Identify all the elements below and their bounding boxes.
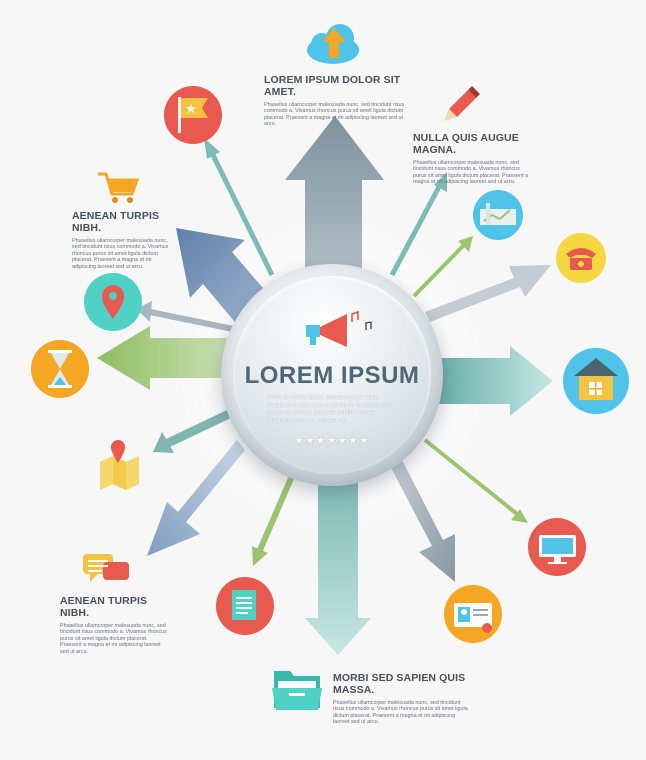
arrow-thin-to-chart [412,242,467,298]
shopping-cart-icon [98,172,140,203]
monitor-icon [528,518,586,576]
telephone-icon [556,233,606,283]
block-title: AENEAN TURPIS NIBH. [72,210,160,234]
arrow-thin-to-flag [209,151,275,277]
hub-body: Proin et mattis lacus, posuere porta arc… [267,394,391,424]
arrow-head-flag [204,138,220,159]
cloud-upload-icon [307,24,359,64]
chat-icon [83,554,129,582]
block-body: Phasellus ullamcorper malesuada nunc, se… [413,160,529,186]
map-pin-icon [84,273,142,331]
block-title: AENEAN TURPIS NIBH. [60,595,148,619]
arrow-thin-to-map [166,407,235,448]
arrow-down-right-gray [388,456,455,582]
arrow-right-upper-gray [425,265,551,322]
block-body: Phasellus ullamcorper malesuada nunc, se… [264,102,405,128]
arrow-head-monitor [511,509,528,523]
arrow-up-large [285,116,384,300]
block-title: MORBI SED SAPIEN QUIS MASSA. [333,672,466,696]
folder-icon [272,671,322,710]
block-body: Phasellus ullamcorper malesuada nunc, se… [60,623,167,655]
arrow-thin-to-monitor [423,438,519,516]
svg-text:★: ★ [185,102,197,117]
arrow-left-green [97,326,240,390]
arrow-head-pin [136,301,152,322]
contact-card-icon [444,585,502,643]
house-icon [563,348,629,414]
arrow-down-left-large [147,440,245,556]
block-title: NULLA QUIS AUGUE MAGNA. [413,132,519,156]
arrow-thin-to-pencil [389,183,443,277]
hub-title: LOREM IPSUM [244,362,420,389]
map-icon [100,440,139,490]
pencil-icon [444,86,480,121]
text-block-lower-left: AENEAN TURPIS NIBH. Phasellus ullamcorpe… [60,595,170,655]
block-title: LOREM IPSUM DOLOR SIT AMET. [264,74,401,98]
text-block-upper-left: AENEAN TURPIS NIBH. Phasellus ullamcorpe… [72,210,172,270]
arrow-head-chart [458,236,473,252]
center-hub: LOREM IPSUM Proin et mattis lacus, posue… [221,264,443,486]
text-block-top: LOREM IPSUM DOLOR SIT AMET. Phasellus ul… [264,74,414,128]
center-hub-face [233,276,431,474]
arrow-right-teal [425,346,553,416]
hourglass-icon [31,340,89,398]
hub-stars: ★★★★★★★ [293,435,371,447]
arrow-down-teal [305,470,371,655]
arrow-thin-to-pin [149,309,239,333]
block-body: Phasellus ullamcorper malesuada nunc, se… [72,238,169,270]
block-body: Phasellus ullamcorper malesuada nunc, se… [333,700,468,726]
arrow-thin-to-doc [257,474,295,552]
arrow-head-pencil [434,172,447,192]
arrow-head-doc [252,546,268,566]
star-flag-icon: ★ [164,86,222,144]
arrow-head-map [153,432,174,453]
document-icon [216,577,274,635]
text-block-upper-right: NULLA QUIS AUGUE MAGNA. Phasellus ullamc… [413,132,533,186]
text-block-bottom: MORBI SED SAPIEN QUIS MASSA. Phasellus u… [333,672,468,726]
chart-screen-icon [473,190,523,240]
